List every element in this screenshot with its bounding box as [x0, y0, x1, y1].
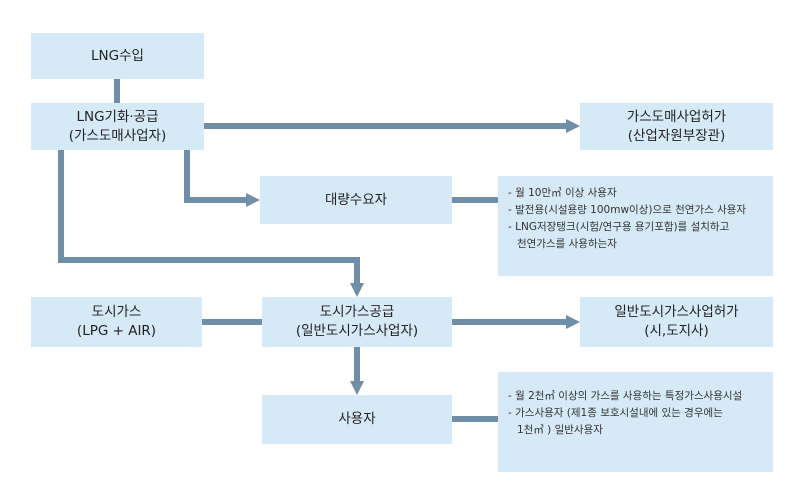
- node-lng-supply: LNG기화·공급 (가스도매사업자): [31, 103, 204, 150]
- note-user-line3: 1천㎥ ) 일반사용자: [517, 424, 603, 436]
- node-lng-supply-line1: LNG기화·공급: [76, 108, 159, 125]
- note-bulk-consumer-line2: - 발전용(시설용량 100mw이상)으로 천연가스 사용자: [508, 204, 747, 216]
- note-bulk-consumer-line3: - LNG저장탱크(시험/연구용 용기포함)를 설치하고: [508, 221, 730, 233]
- arrowhead-user: [350, 381, 364, 395]
- note-bulk-consumer-line4: 천연가스를 사용하는자: [517, 238, 617, 250]
- note-user-line2: - 가스사용자 (제1종 보호시설내에 있는 경우에는: [508, 407, 723, 419]
- arrowhead-wholesale-permit: [566, 119, 580, 133]
- node-lng-supply-line2: (가스도매사업자): [68, 127, 167, 144]
- node-city-gas-source-line2: (LPG + AIR): [76, 323, 157, 339]
- note-bulk-consumer: - 월 10만㎥ 이상 사용자 - 발전용(시설용량 100mw이상)으로 천연…: [498, 176, 773, 276]
- node-city-gas-supply-line1: 도시가스공급: [319, 304, 395, 320]
- note-user: - 월 2천㎥ 이상의 가스를 사용하는 특정가스사용시설 - 가스사용자 (제…: [498, 372, 773, 472]
- node-wholesale-permit-line2: (산업자원부장관): [627, 127, 726, 144]
- node-user-line1: 사용자: [338, 411, 376, 427]
- node-user: 사용자: [262, 395, 452, 444]
- connector-supply-to-bulk-consumer: [184, 150, 247, 203]
- node-general-permit: 일반도시가스사업허가 (시,도지사): [580, 297, 773, 347]
- node-city-gas-supply: 도시가스공급 (일반도시가스사업자): [262, 297, 452, 347]
- note-user-line1: - 월 2천㎥ 이상의 가스를 사용하는 특정가스사용시설: [508, 390, 743, 402]
- node-lng-import-line1: LNG수입: [91, 47, 144, 64]
- node-bulk-consumer: 대량수요자: [260, 176, 452, 224]
- arrowhead-city-gas-supply: [350, 283, 364, 297]
- node-city-gas-source-line1: 도시가스: [91, 304, 142, 320]
- node-city-gas-supply-line2: (일반도시가스사업자): [295, 323, 419, 339]
- node-general-permit-line1: 일반도시가스사업허가: [614, 304, 739, 320]
- node-wholesale-permit: 가스도매사업허가 (산업자원부장관): [580, 103, 773, 150]
- connector-supply-to-city-gas-supply: [58, 150, 360, 285]
- node-city-gas-source: 도시가스 (LPG + AIR): [31, 297, 202, 347]
- arrowhead-general-permit: [566, 315, 580, 329]
- arrowhead-bulk-consumer: [246, 193, 260, 207]
- node-bulk-consumer-line1: 대량수요자: [324, 191, 388, 208]
- note-bulk-consumer-line1: - 월 10만㎥ 이상 사용자: [508, 187, 617, 199]
- node-lng-import: LNG수입: [31, 33, 204, 79]
- node-wholesale-permit-line1: 가스도매사업허가: [626, 108, 727, 125]
- node-general-permit-line2: (시,도지사): [644, 323, 709, 339]
